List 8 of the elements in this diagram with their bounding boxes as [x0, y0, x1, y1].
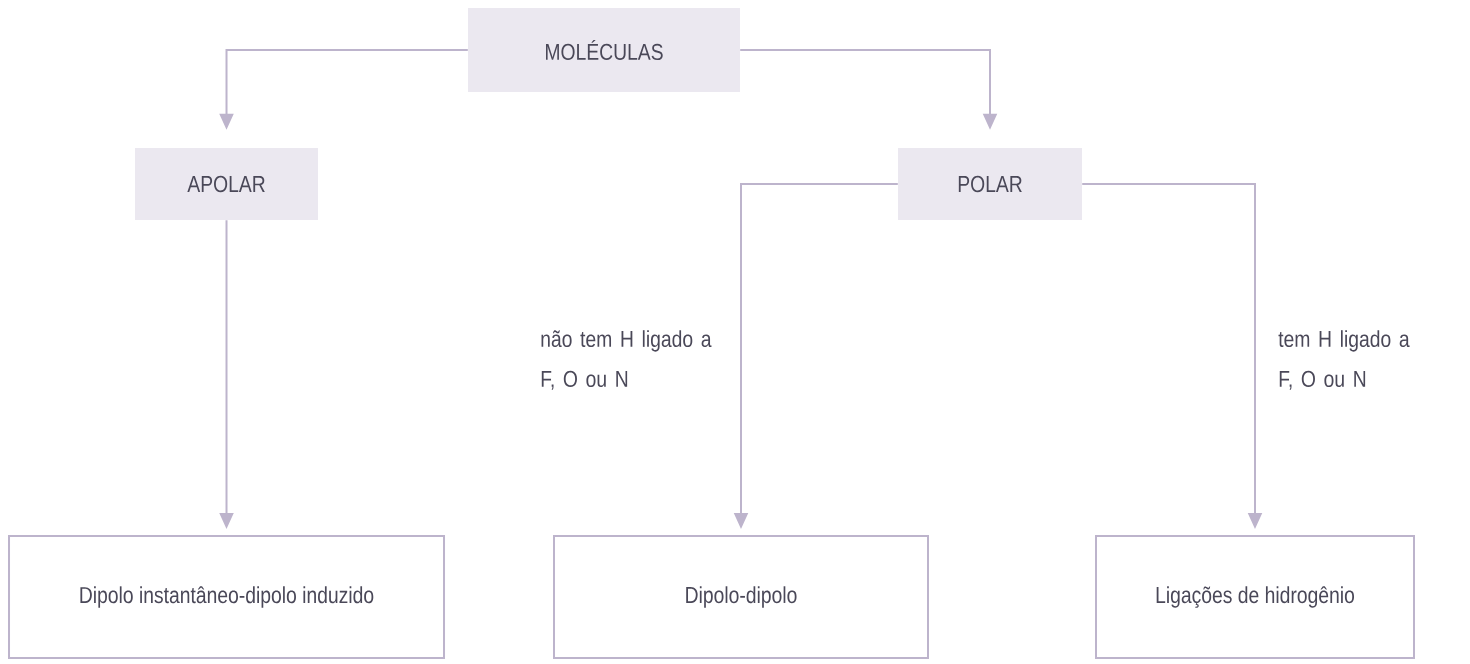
force-box: Dipolo instantâneo-dipolo induzido	[8, 535, 445, 659]
force-box: Dipolo-dipolo	[553, 535, 929, 659]
category-box: POLAR	[898, 148, 1082, 220]
category-box: APOLAR	[135, 148, 318, 220]
force-box: Ligações de hidrogênio	[1095, 535, 1415, 659]
edge-label: não tem H ligado a F, O ou N	[541, 330, 712, 390]
edge-label: tem H ligado a F, O ou N	[1278, 330, 1410, 390]
category-box: MOLÉCULAS	[468, 8, 740, 92]
